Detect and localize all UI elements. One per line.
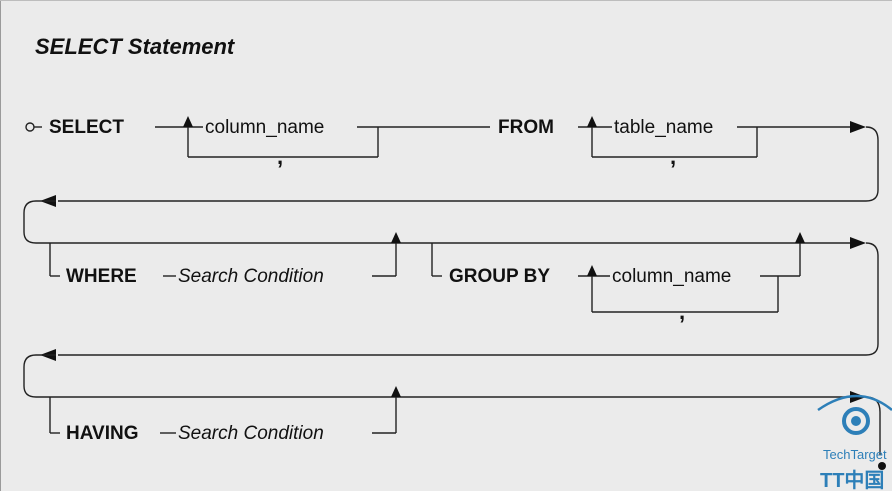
watermark-mark: TT中国 — [820, 468, 884, 491]
select-column-separator: , — [277, 144, 283, 169]
wrap-connector-1 — [23, 126, 879, 249]
having-search-condition: Search Condition — [178, 423, 324, 444]
select-column-name: column_name — [205, 117, 324, 138]
eye-icon — [842, 407, 870, 435]
from-keyword: FROM — [498, 117, 554, 138]
group-by-separator: , — [679, 299, 685, 324]
watermark-brand: TechTarget — [823, 447, 887, 462]
where-branch — [49, 232, 401, 277]
from-table-name: table_name — [614, 117, 713, 138]
where-search-condition: Search Condition — [178, 266, 324, 287]
having-keyword: HAVING — [66, 423, 138, 444]
group-by-keyword: GROUP BY — [449, 266, 550, 287]
group-by-branch — [431, 232, 805, 313]
from-table-separator: , — [670, 144, 676, 169]
techtarget-watermark: TechTarget TT中国 — [817, 394, 892, 491]
group-by-column-name: column_name — [612, 266, 731, 287]
diagram-title: SELECT Statement — [35, 34, 236, 59]
having-branch — [49, 386, 401, 434]
wrap-connector-2 — [23, 242, 879, 403]
where-keyword: WHERE — [66, 266, 137, 287]
from-table-loop — [578, 116, 866, 158]
select-keyword: SELECT — [49, 117, 124, 138]
eye-arc-icon — [817, 394, 892, 412]
select-column-loop — [155, 116, 490, 158]
start-marker — [25, 122, 35, 132]
